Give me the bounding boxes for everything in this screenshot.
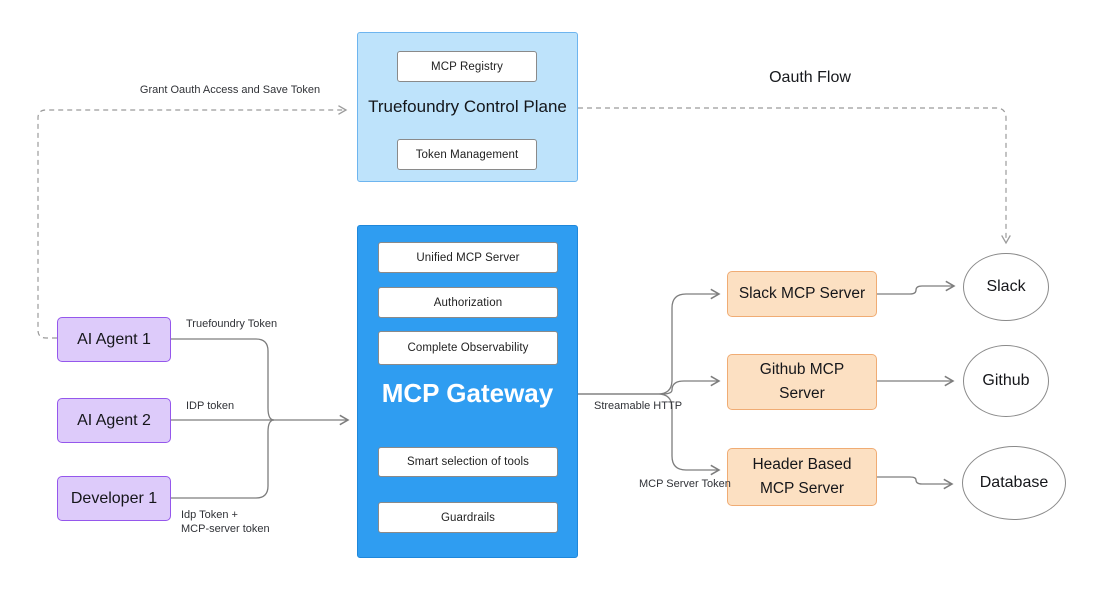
authorization-chip: Authorization	[378, 287, 558, 318]
edge-gateway-to-github-server	[661, 375, 721, 395]
edge-oauth-flow-dashed	[578, 107, 1011, 245]
header-based-mcp-server-label: Header Based MCP Server	[752, 455, 852, 497]
edge-headerserver-to-database	[877, 476, 954, 490]
control-plane-title: Truefoundry Control Plane	[368, 97, 567, 116]
slack-service-label: Slack	[986, 278, 1026, 295]
smart-selection-chip: Smart selection of tools	[378, 447, 558, 477]
complete-observability-label: Complete Observability	[407, 342, 529, 354]
edge-agent1-merge	[171, 338, 275, 421]
grant-oauth-label: Grant Oauth Access and Save Token	[139, 84, 321, 96]
streamable-http-label: Streamable HTTP	[594, 400, 683, 412]
authorization-label: Authorization	[433, 296, 503, 309]
edge-slackserver-to-slack	[877, 280, 956, 295]
smart-selection-label: Smart selection of tools	[407, 456, 529, 468]
developer-1-node: Developer 1	[57, 476, 171, 521]
edge-gateway-to-header-server	[577, 393, 721, 476]
token-management-chip: Token Management	[397, 139, 537, 170]
guardrails-chip: Guardrails	[378, 502, 558, 533]
github-service-label: Github	[982, 372, 1030, 389]
idp-token-label: IDP token	[186, 400, 235, 412]
slack-service-node: Slack	[963, 253, 1049, 321]
guardrails-label: Guardrails	[440, 511, 496, 524]
github-mcp-server-label: Github MCP Server	[759, 360, 845, 402]
slack-mcp-server-node: Slack MCP Server	[727, 271, 877, 317]
edge-gateway-to-slack-server	[577, 288, 721, 395]
github-mcp-server-node: Github MCP Server	[727, 354, 877, 410]
ai-agent-2-label: AI Agent 2	[77, 411, 151, 429]
database-service-node: Database	[962, 446, 1066, 520]
edge-grant-oauth-dashed	[37, 105, 348, 339]
unified-mcp-server-label: Unified MCP Server	[416, 251, 520, 264]
mcp-registry-chip: MCP Registry	[397, 51, 537, 82]
github-service-node: Github	[963, 345, 1049, 417]
ai-agent-1-node: AI Agent 1	[57, 317, 171, 362]
mcp-registry-label: MCP Registry	[431, 60, 503, 73]
header-based-mcp-server-node: Header Based MCP Server	[727, 448, 877, 506]
token-management-label: Token Management	[415, 148, 519, 161]
unified-mcp-server-chip: Unified MCP Server	[378, 242, 558, 273]
complete-observability-chip: Complete Observability	[378, 331, 558, 365]
database-service-label: Database	[979, 474, 1049, 491]
oauth-flow-label: Oauth Flow	[769, 69, 851, 86]
mcp-gateway-title: MCP Gateway	[381, 378, 554, 408]
developer-1-label: Developer 1	[70, 489, 158, 507]
mcp-server-token-label: MCP Server Token	[639, 478, 731, 490]
ai-agent-1-label: AI Agent 1	[77, 330, 151, 348]
idp-mcp-token-label: Idp Token + MCP-server token	[181, 509, 270, 535]
truefoundry-token-label: Truefoundry Token	[186, 318, 278, 330]
edge-developer1-merge	[171, 419, 275, 499]
ai-agent-2-node: AI Agent 2	[57, 398, 171, 443]
slack-mcp-server-label: Slack MCP Server	[738, 284, 866, 302]
